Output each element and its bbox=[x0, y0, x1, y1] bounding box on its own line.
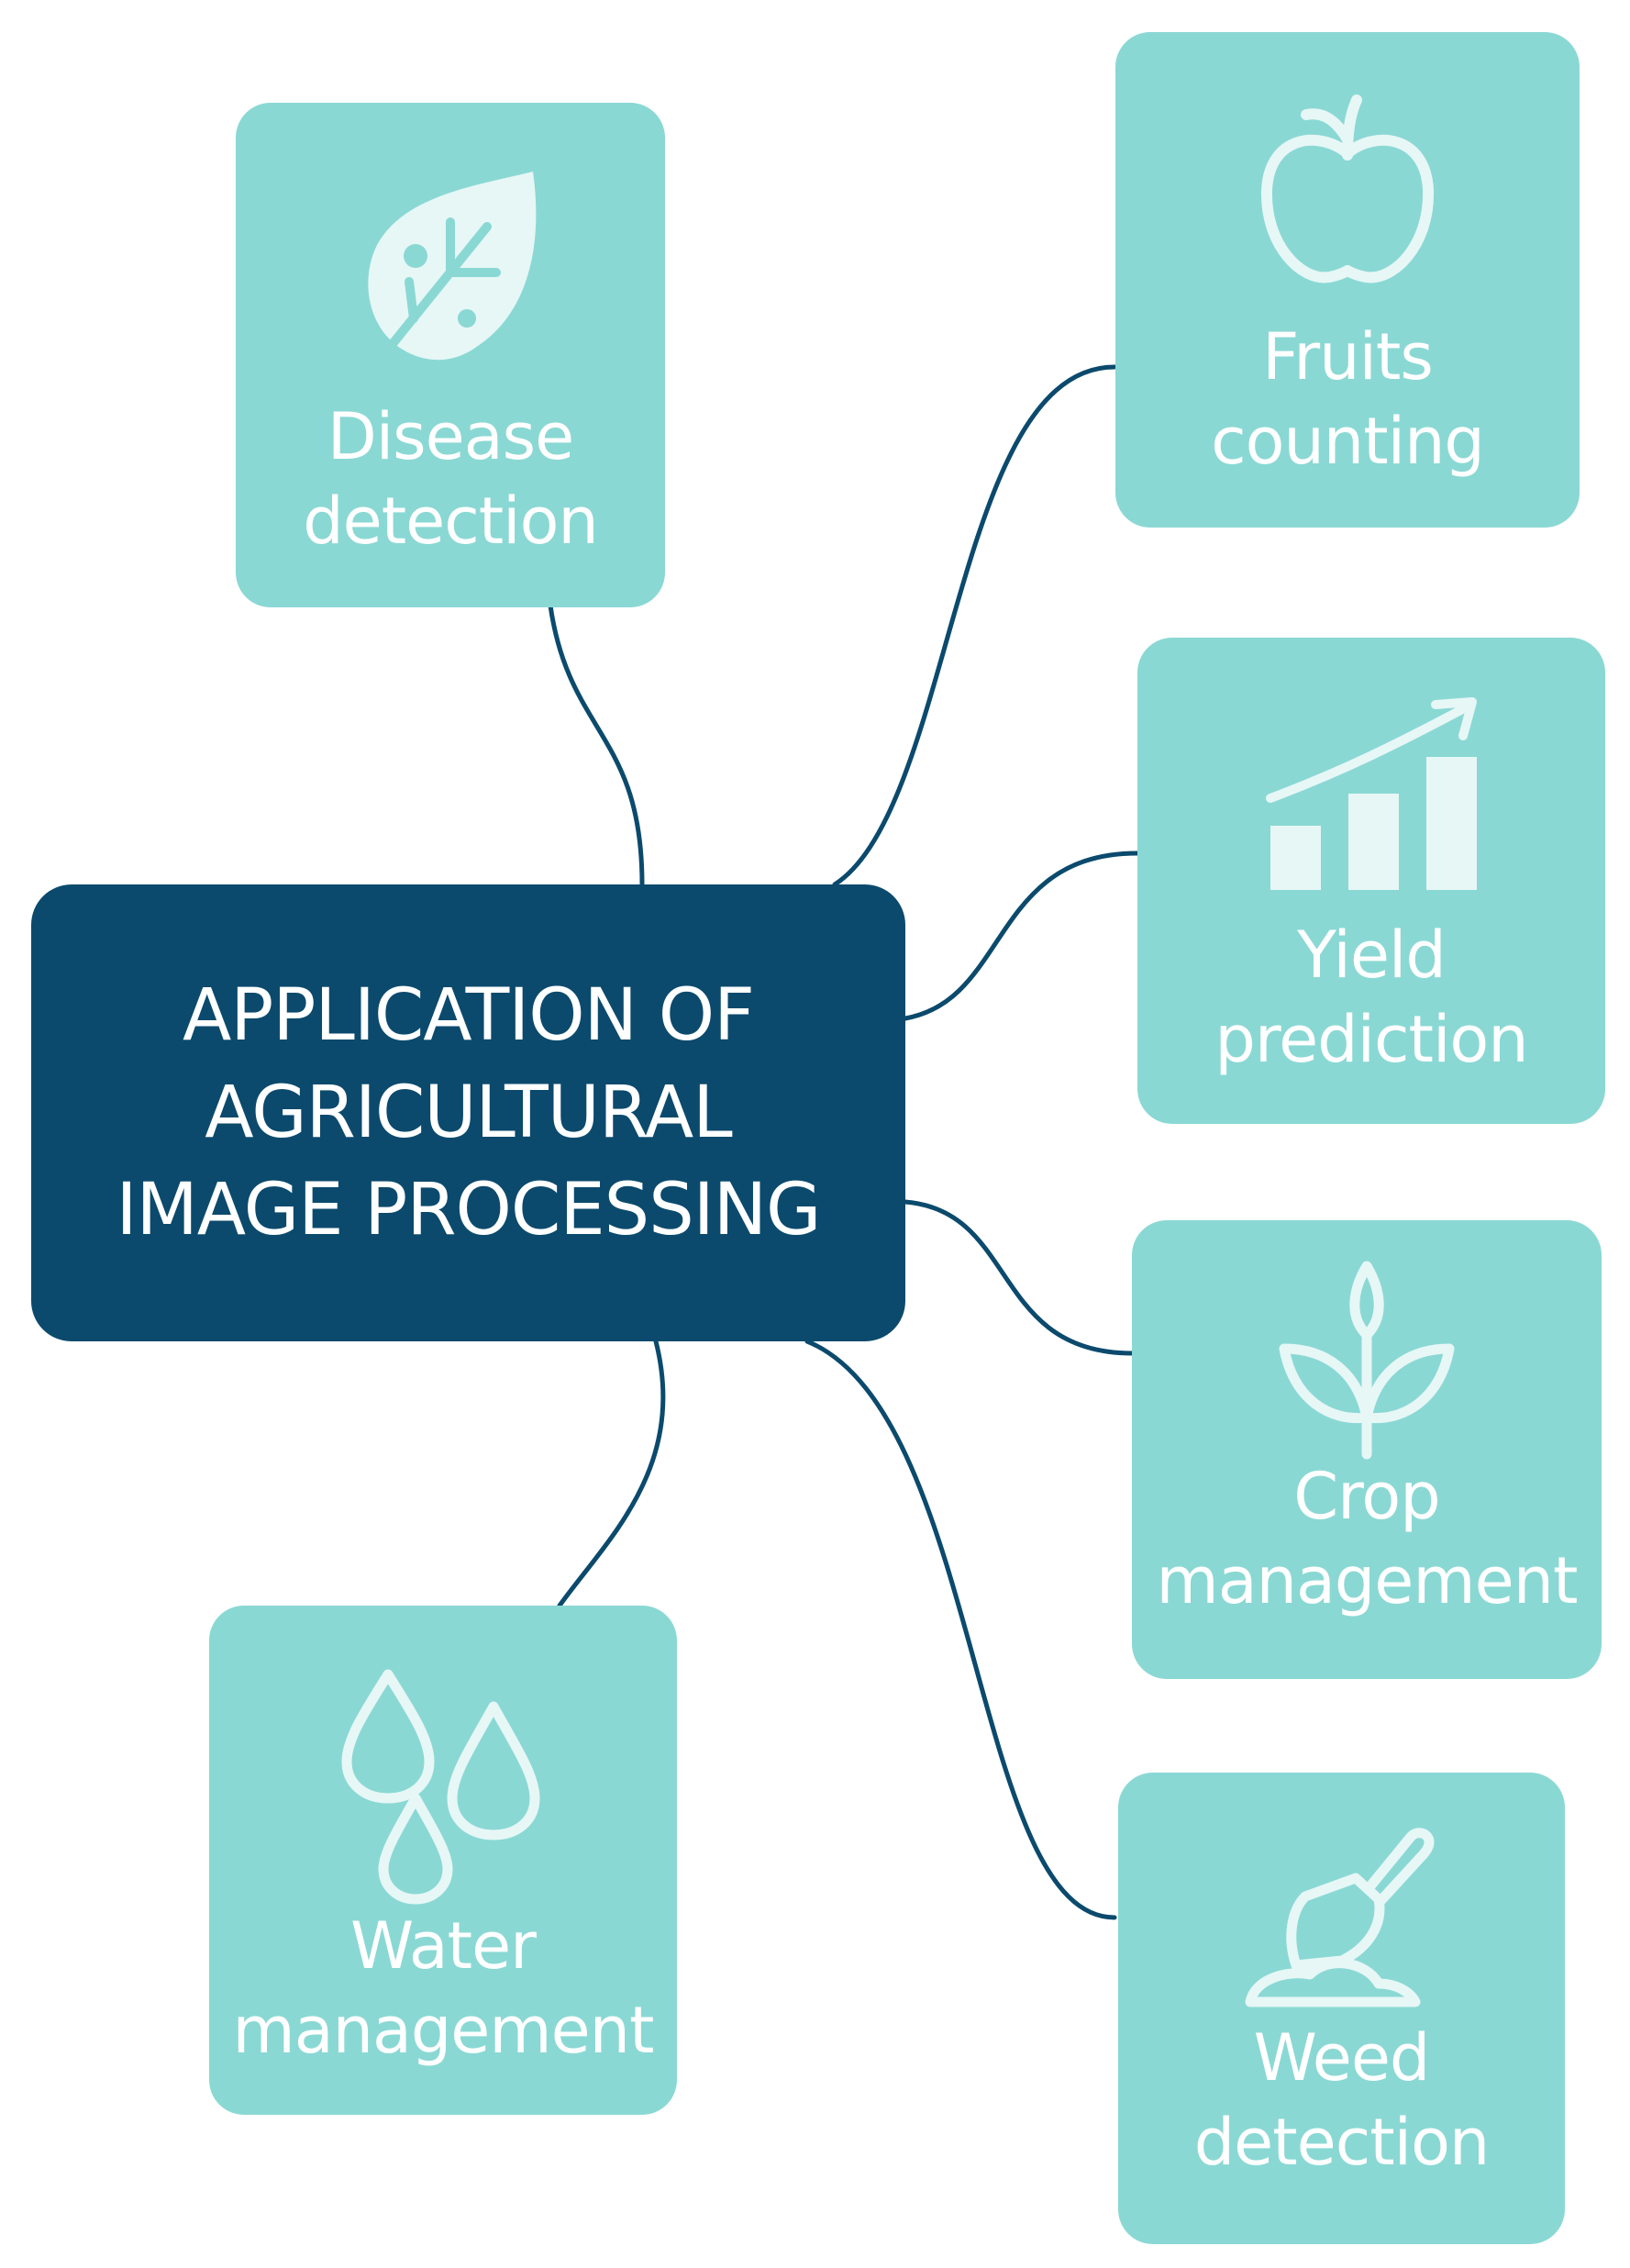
water-drops-icon bbox=[338, 1665, 549, 1905]
bar-chart-growth-icon bbox=[1261, 688, 1481, 899]
node-fruits-counting: Fruits counting bbox=[1115, 32, 1580, 528]
node-label: Water management bbox=[232, 1908, 655, 2068]
apple-icon bbox=[1256, 89, 1439, 291]
leaf-disease-icon bbox=[359, 172, 542, 373]
connector-yield-prediction bbox=[903, 850, 1140, 1021]
connector-fruits-counting bbox=[832, 364, 1117, 887]
node-crop-management: Crop management bbox=[1132, 1220, 1602, 1679]
trowel-icon bbox=[1241, 1818, 1443, 2011]
node-label: Disease detection bbox=[303, 399, 599, 559]
central-topic: APPLICATION OF AGRICULTURAL IMAGE PROCES… bbox=[31, 884, 905, 1341]
node-label: Weed detection bbox=[1193, 2020, 1491, 2180]
connector-water-management bbox=[557, 1339, 666, 1608]
node-label: Fruits counting bbox=[1211, 319, 1485, 479]
node-label: Crop management bbox=[1156, 1459, 1579, 1618]
node-disease-detection: Disease detection bbox=[236, 103, 665, 607]
node-yield-prediction: Yield prediction bbox=[1137, 638, 1605, 1124]
sprout-icon bbox=[1275, 1261, 1458, 1460]
connector-weed-detection bbox=[804, 1339, 1117, 1920]
node-water-management: Water management bbox=[209, 1606, 677, 2115]
connector-disease-detection bbox=[548, 603, 645, 887]
node-label: Yield prediction bbox=[1214, 917, 1528, 1077]
central-topic-title: APPLICATION OF AGRICULTURAL IMAGE PROCES… bbox=[116, 974, 822, 1251]
node-weed-detection: Weed detection bbox=[1118, 1773, 1565, 2244]
connector-crop-management bbox=[903, 1199, 1136, 1356]
